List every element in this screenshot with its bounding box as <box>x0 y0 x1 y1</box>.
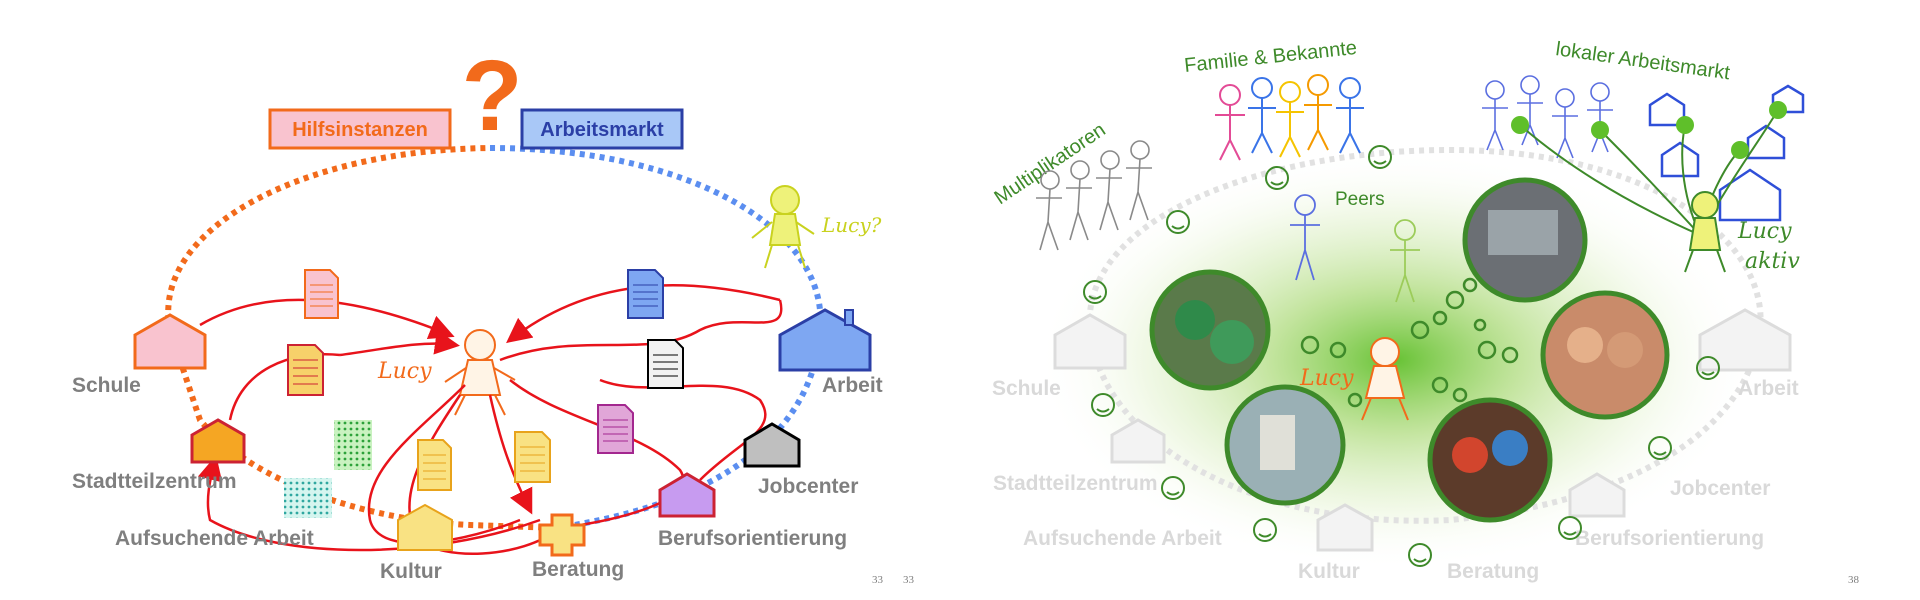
photo-cloud-3 <box>1540 290 1670 420</box>
faded-node-berufsorientierung: Berufsorientierung <box>1575 527 1764 550</box>
lucy-question-figure <box>751 185 815 269</box>
faded-node-jobcenter: Jobcenter <box>1670 477 1770 500</box>
node-jobcenter: Jobcenter <box>758 475 858 498</box>
group-peers-label: Peers <box>1335 189 1385 210</box>
right-lucy-center-figure <box>1361 337 1409 421</box>
faded-node-beratung: Beratung <box>1447 560 1539 583</box>
faded-node-aufsuchende-arbeit: Aufsuchende Arbeit <box>1023 527 1222 550</box>
node-aufsuchende-arbeit: Aufsuchende Arbeit <box>115 527 314 550</box>
jobcenter-house-icon <box>743 422 801 468</box>
green-dotted-tile <box>334 420 372 470</box>
green-burst-icons <box>1511 101 1787 159</box>
arbeitsmarkt-arc <box>489 145 824 531</box>
node-berufsorientierung: Berufsorientierung <box>658 527 847 550</box>
node-beratung: Beratung <box>532 558 624 581</box>
photo-cloud-2 <box>1462 177 1588 303</box>
blue-document-icon <box>627 269 664 319</box>
node-stadtteilzentrum: Stadtteilzentrum <box>72 470 237 493</box>
hilfsinstanzen-label: Hilfsinstanzen <box>292 119 428 141</box>
lucy-center-label: Lucy <box>377 359 432 384</box>
arbeit-house-icon <box>778 308 872 372</box>
faded-node-schule: Schule <box>992 377 1061 400</box>
hilfsinstanzen-box <box>268 108 452 150</box>
faded-loop <box>1086 146 1764 524</box>
right-slide: Schule Stadtteilzentrum Aufsuchende Arbe… <box>990 37 1859 586</box>
schule-house-icon <box>133 313 207 370</box>
group-familie-label: Familie & Bekannte <box>1183 37 1358 77</box>
yellow-document-2-icon <box>417 439 452 491</box>
familie-figures <box>1215 74 1364 161</box>
lucy-question-label: Lucy? <box>821 213 882 237</box>
group-arbeitsmarkt-label: lokaler Arbeitsmarkt <box>1554 38 1731 84</box>
node-kultur: Kultur <box>380 560 442 583</box>
purple-document-icon <box>597 404 634 454</box>
photo-cloud-4 <box>1224 384 1346 506</box>
left-page-number-2: 33 <box>903 574 915 586</box>
node-schule: Schule <box>72 374 141 397</box>
arbeitsmarkt-box <box>520 108 684 150</box>
gray-document-icon <box>647 339 684 389</box>
arbeitsmarkt-label: Arbeitsmarkt <box>540 119 664 141</box>
multiplikatoren-figures <box>1036 140 1152 251</box>
green-thought-dots <box>1300 277 1519 408</box>
yellow-document-3-icon <box>514 431 551 483</box>
berufsorientierung-house-icon <box>658 472 716 518</box>
right-page-number: 38 <box>1848 574 1860 586</box>
lucy-aktiv-label-1: Lucy <box>1737 219 1792 244</box>
arbeitsmarkt-houses <box>1648 84 1805 222</box>
beratung-cross-icon <box>538 513 586 557</box>
photo-cloud-1 <box>1149 269 1271 391</box>
stadtteilzentrum-house-icon <box>190 418 246 464</box>
lucy-center-figure <box>444 329 516 416</box>
yellow-document-icon <box>287 344 324 396</box>
teal-dotted-tile <box>284 478 332 518</box>
left-slide: ? Hilfsinstanzen Arbeitsmarkt Lucy? Lucy <box>72 40 915 586</box>
faded-node-stadtteilzentrum: Stadtteilzentrum <box>993 472 1158 495</box>
red-arrows <box>198 284 783 555</box>
faded-houses <box>1053 308 1792 552</box>
lucy-aktiv-figure <box>1684 191 1726 273</box>
photo-cloud-5 <box>1427 397 1553 523</box>
arbeitsmarkt-figures <box>1482 75 1613 159</box>
left-page-number-1: 33 <box>872 574 884 586</box>
lucy-aktiv-label-2: aktiv <box>1745 249 1800 274</box>
pink-document-icon <box>304 269 339 319</box>
kultur-envelope-icon <box>397 503 453 551</box>
faded-node-arbeit: Arbeit <box>1738 377 1799 400</box>
question-mark: ? <box>461 40 522 152</box>
peers-figures <box>1290 194 1420 303</box>
smiley-icons <box>1083 145 1720 567</box>
faded-node-kultur: Kultur <box>1298 560 1360 583</box>
node-arbeit: Arbeit <box>822 374 883 397</box>
document-icons <box>287 269 684 491</box>
hilfsinstanzen-arc <box>165 145 491 331</box>
right-lucy-center-label: Lucy <box>1299 366 1354 391</box>
